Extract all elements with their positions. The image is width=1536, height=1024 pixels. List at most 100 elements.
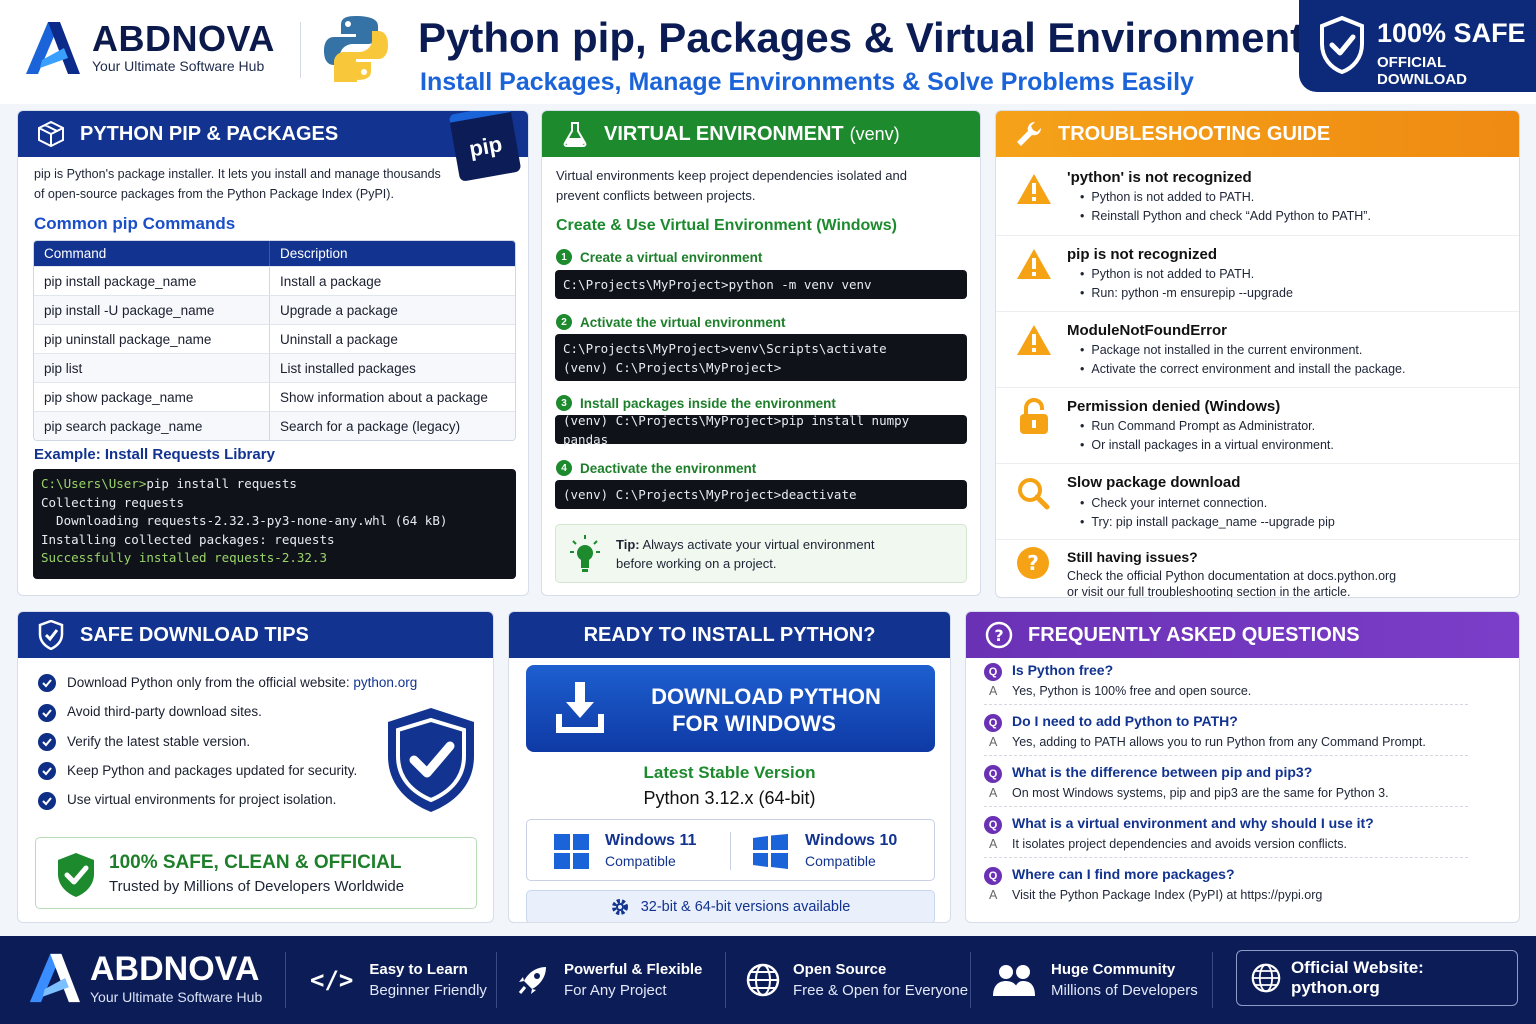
trouble-bullet: Try: pip install package_name --upgrade … [1080, 513, 1334, 532]
cell-description: Upgrade a package [280, 302, 398, 318]
trouble-item: ModuleNotFoundError Package not installe… [996, 311, 1519, 387]
faq-question: What is the difference between pip and p… [1012, 764, 1313, 780]
terminal-prompt: C:\Users\User> [41, 476, 147, 491]
safe-tip-item: Use virtual environments for project iso… [38, 785, 417, 814]
faq-answer: Yes, Python is 100% free and open source… [1012, 684, 1252, 698]
check-icon [38, 762, 56, 781]
feature-subtitle: Beginner Friendly [369, 982, 487, 999]
download-icon [556, 682, 604, 733]
shield-check-icon [1320, 16, 1364, 74]
venv-command-1: C:\Projects\MyProject>python -m venv ven… [555, 270, 967, 299]
faq-question: Do I need to add Python to PATH? [1012, 713, 1238, 729]
page-footer: ABDNOVA Your Ultimate Software Hub </> E… [0, 936, 1536, 1024]
cell-command: pip show package_name [34, 383, 270, 411]
windows-11-logo-icon [554, 834, 589, 869]
question-circle-icon: ? [1017, 547, 1049, 579]
lightbulb-icon [570, 535, 600, 572]
example-heading: Example: Install Requests Library [34, 446, 275, 463]
faq-panel-header: ? FREQUENTLY ASKED QUESTIONS [966, 612, 1519, 658]
footer-brand-tagline: Your Ultimate Software Hub [90, 989, 263, 1005]
download-python-button[interactable]: DOWNLOAD PYTHON FOR WINDOWS [526, 665, 935, 752]
trouble-title: pip is not recognized [1067, 246, 1218, 263]
big-shield-icon [388, 708, 474, 812]
brand-name: ABDNOVA [92, 18, 275, 59]
bits-available-bar: 32-bit & 64-bit versions available [526, 890, 935, 922]
compatible-label: Compatible [805, 853, 876, 869]
trouble-item: 'python' is not recognized Python is not… [996, 159, 1519, 235]
rocket-icon [518, 967, 546, 994]
feature-subtitle: Millions of Developers [1051, 982, 1198, 999]
button-line: DOWNLOAD PYTHON [651, 684, 881, 709]
pip-panel-header: PYTHON PIP & PACKAGES [18, 111, 528, 157]
question-circle-icon: ? [984, 620, 1014, 650]
q-marker-icon: Q [984, 765, 1002, 783]
table-row: pip show package_name Show information ab… [34, 382, 515, 411]
command-line: C:\Projects\MyProject>python -m venv ven… [563, 277, 872, 292]
safe-download-badge: 100% SAFE OFFICIAL DOWNLOAD [1299, 0, 1536, 92]
official-website-button[interactable]: Official Website: python.org [1236, 950, 1518, 1006]
venv-heading: Create & Use Virtual Environment (Window… [556, 217, 897, 234]
globe-icon [746, 963, 780, 997]
safe-tip-item: Download Python only from the official w… [38, 668, 417, 697]
q-marker-icon: Q [984, 714, 1002, 732]
check-icon [38, 703, 56, 722]
pip-commands-table: Command Description pip install package_… [33, 240, 516, 441]
troubleshooting-panel: TROUBLESHOOTING GUIDE 'python' is not re… [995, 110, 1520, 598]
trouble-bullet: Check your internet connection. [1080, 494, 1267, 513]
safe-tips-list: Download Python only from the official w… [38, 668, 417, 814]
trouble-text: or visit our full troubleshooting sectio… [1067, 585, 1351, 598]
q-marker-icon: Q [984, 816, 1002, 834]
command-line: (venv) C:\Projects\MyProject>deactivate [563, 487, 857, 502]
package-box-icon [36, 119, 66, 149]
terminal-line: Installing collected packages: requests [41, 531, 335, 547]
command-line: (venv) C:\Projects\MyProject>pip install… [563, 412, 910, 447]
col-description: Description [280, 246, 348, 261]
ready-panel-title: READY TO INSTALL PYTHON? [583, 623, 876, 646]
abdnova-logo-icon [26, 22, 80, 74]
trouble-item: Permission denied (Windows) Run Command … [996, 387, 1519, 463]
cell-description: List installed packages [280, 360, 416, 376]
faq-question: Where can I find more packages? [1012, 866, 1235, 882]
faq-answer: On most Windows systems, pip and pip3 ar… [1012, 786, 1389, 800]
pip-folder-icon: pip [448, 111, 522, 182]
trouble-bullet: Run: python -m ensurepip --upgrade [1080, 284, 1293, 303]
cell-description: Search for a package (legacy) [280, 418, 461, 434]
faq-item[interactable]: Q What is the difference between pip and … [984, 763, 1468, 807]
tip-label: Tip: [616, 537, 640, 552]
brand-tagline: Your Ultimate Software Hub [92, 58, 265, 74]
pip-badge-label: pip [467, 131, 505, 162]
page-subtitle: Install Packages, Manage Environments & … [420, 68, 1194, 96]
cell-description: Uninstall a package [280, 331, 398, 347]
troubleshooting-panel-title: TROUBLESHOOTING GUIDE [1058, 122, 1331, 145]
trouble-bullet: Python is not added to PATH. [1080, 265, 1254, 284]
cell-description: Show information about a package [280, 389, 488, 405]
wrench-icon [1014, 119, 1044, 149]
tip-text: Use virtual environments for project iso… [67, 792, 337, 808]
code-icon: </> [310, 966, 354, 994]
tip-text: Avoid third-party download sites. [67, 704, 262, 720]
cell-command: pip search package_name [34, 412, 270, 440]
badge-line-1: 100% SAFE [1377, 18, 1526, 48]
safe-tip-item: Keep Python and packages updated for sec… [38, 756, 417, 785]
venv-tip-text: Tip: Always activate your virtual enviro… [616, 535, 874, 573]
safe-tips-panel-header: SAFE DOWNLOAD TIPS [18, 612, 493, 658]
tip-text: Keep Python and packages updated for sec… [67, 762, 358, 778]
footer-divider [725, 952, 726, 1008]
command-line: (venv) C:\Projects\MyProject> [563, 359, 782, 375]
safe-banner: 100% SAFE, CLEAN & OFFICIAL Trusted by M… [35, 837, 477, 909]
trouble-bullet: Package not installed in the current env… [1080, 341, 1362, 360]
python-org-link[interactable]: python.org [353, 675, 418, 690]
command-line: C:\Projects\MyProject>venv\Scripts\activ… [563, 340, 887, 356]
